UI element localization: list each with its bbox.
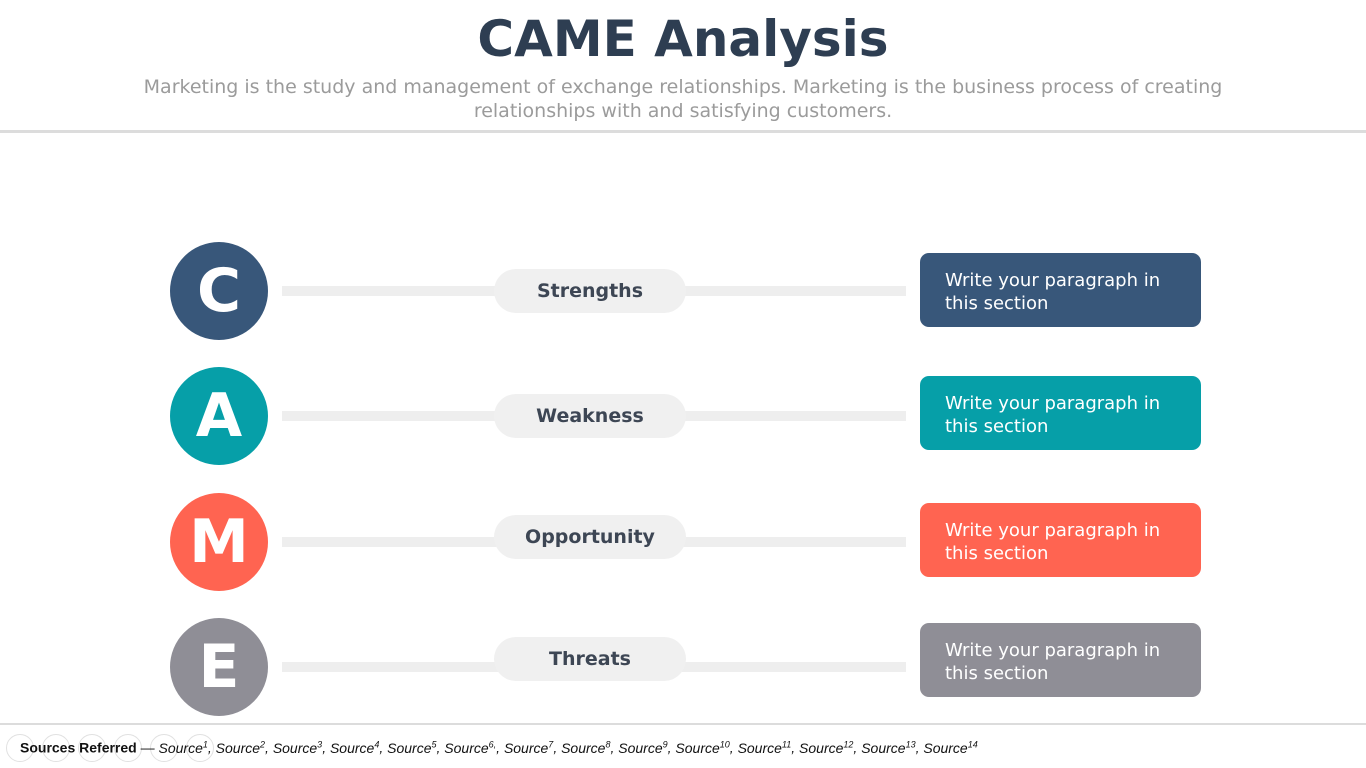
source-text: Source (799, 739, 844, 756)
sources-footer: Sources Referred — Source1, Source2, Sou… (20, 739, 978, 756)
page-title: CAME Analysis (477, 10, 889, 68)
pen-icon[interactable] (78, 734, 106, 762)
source-text: Source (861, 739, 906, 756)
source-item: Source6, (444, 739, 497, 756)
label-pill-strengths: Strengths (494, 269, 686, 313)
next-icon[interactable] (42, 734, 70, 762)
zoom-icon[interactable] (150, 734, 178, 762)
source-item: Source11 (737, 739, 792, 756)
came-row-c: C Strengths Write your paragraph in this… (0, 242, 1366, 342)
source-superscript: 9 (662, 739, 668, 749)
source-item: Source8 (561, 739, 611, 756)
more-icon[interactable] (186, 734, 214, 762)
source-text: Source (923, 739, 968, 756)
source-item: Source2 (215, 739, 266, 756)
letter-circle-m: M (170, 493, 268, 591)
came-row-m: M Opportunity Write your paragraph in th… (0, 493, 1366, 593)
sources-label: Sources Referred (20, 739, 137, 756)
source-text: Source (503, 739, 549, 756)
slides-icon[interactable] (114, 734, 142, 762)
source-item: Source1 (158, 739, 208, 756)
source-text: Source (737, 739, 782, 756)
source-superscript: 4 (374, 739, 380, 749)
came-row-e: E Threats Write your paragraph in this s… (0, 618, 1366, 718)
source-superscript: 3 (317, 739, 323, 749)
source-text: Source (272, 739, 318, 756)
source-superscript: 13 (905, 739, 916, 749)
source-item: Source7 (503, 739, 554, 756)
source-item: Source10 (675, 739, 730, 756)
source-item: Source12 (799, 739, 854, 756)
footer-divider (0, 723, 1366, 725)
source-text: Source (329, 739, 375, 756)
source-superscript: 6, (488, 739, 497, 749)
source-text: Source (618, 739, 663, 756)
source-superscript: 8 (605, 739, 611, 749)
source-superscript: 14 (967, 739, 978, 749)
source-text: Source (675, 739, 720, 756)
page-subtitle: Marketing is the study and management of… (143, 76, 1223, 122)
paragraph-box-threats: Write your paragraph in this section (920, 623, 1201, 697)
source-superscript: 1 (202, 739, 208, 749)
source-item: Source3 (272, 739, 323, 756)
sources-list: Source1, Source2, Source3, Source4, Sour… (158, 739, 978, 756)
paragraph-box-weakness: Write your paragraph in this section (920, 376, 1201, 450)
source-text: Source (215, 739, 261, 756)
source-text: Source (561, 739, 606, 756)
source-superscript: 10 (719, 739, 730, 749)
source-item: Source14 (923, 739, 978, 756)
source-superscript: 11 (781, 739, 792, 749)
came-row-a: A Weakness Write your paragraph in this … (0, 367, 1366, 467)
letter-circle-a: A (170, 367, 268, 465)
paragraph-box-strengths: Write your paragraph in this section (920, 253, 1201, 327)
paragraph-box-opportunity: Write your paragraph in this section (920, 503, 1201, 577)
source-superscript: 12 (843, 739, 854, 749)
letter-circle-c: C (170, 242, 268, 340)
source-text: Source (444, 739, 489, 756)
source-superscript: 2 (260, 739, 266, 749)
source-superscript: 5 (431, 739, 437, 749)
source-item: Source9 (618, 739, 668, 756)
sources-separator: — (136, 739, 159, 756)
letter-circle-e: E (170, 618, 268, 716)
slideshow-toolbar (6, 734, 214, 764)
source-item: Source5 (387, 739, 437, 756)
label-pill-opportunity: Opportunity (494, 515, 686, 559)
previous-icon[interactable] (6, 734, 34, 762)
source-item: Source13 (861, 739, 916, 756)
header-divider (0, 130, 1366, 133)
source-item: Source4 (329, 739, 380, 756)
label-pill-weakness: Weakness (494, 394, 686, 438)
source-superscript: 7 (548, 739, 554, 749)
source-text: Source (387, 739, 432, 756)
label-pill-threats: Threats (494, 637, 686, 681)
source-text: Source (158, 739, 203, 756)
